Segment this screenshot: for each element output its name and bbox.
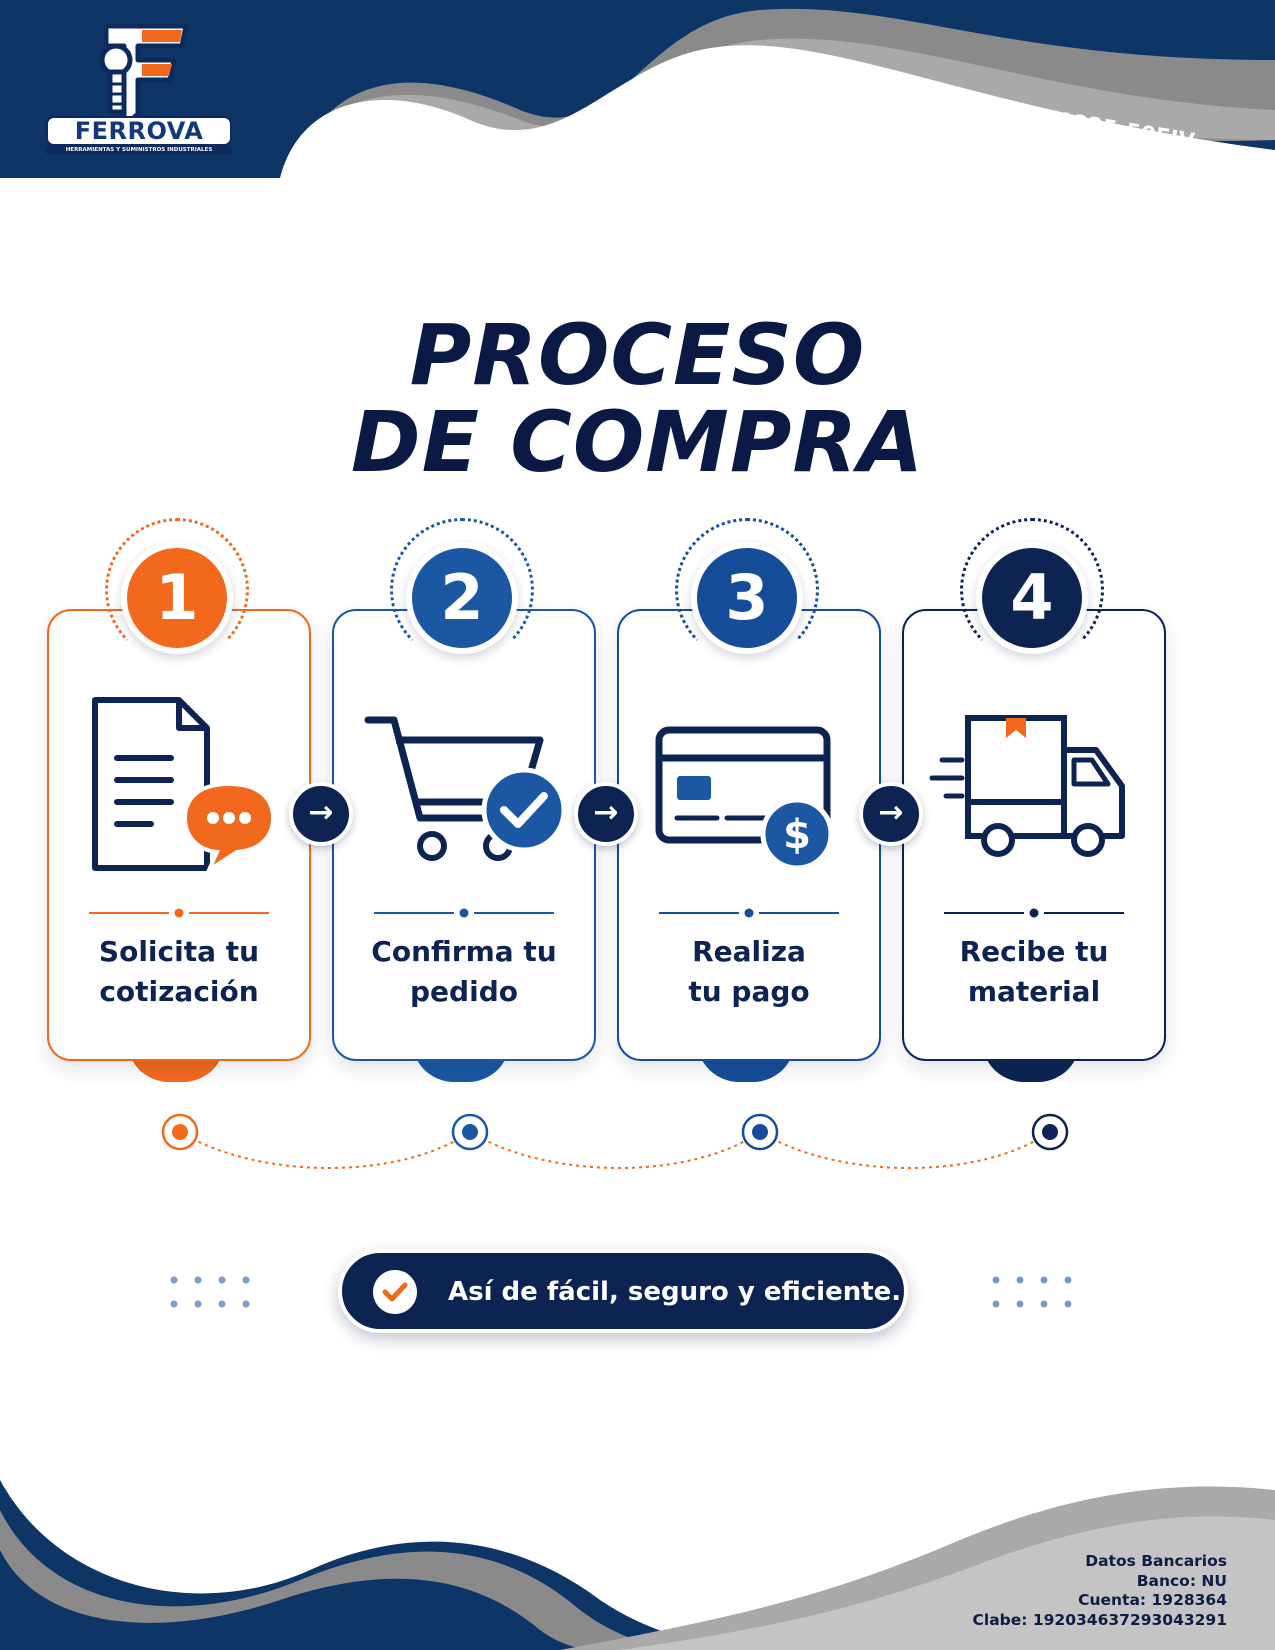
arrow-right-icon: → [289, 782, 353, 846]
step-1-label-line-2: cotización [99, 975, 259, 1008]
dot-grid-right [992, 1276, 1072, 1308]
step-1-label: Solicita tu cotización [47, 932, 311, 1012]
step-4-ring [960, 518, 1104, 662]
step-3-label: Realiza tu pago [617, 932, 881, 1012]
slogan-banner: Así de fácil, seguro y eficiente. [338, 1249, 908, 1333]
page-title-line-2: DE COMPRA [350, 393, 925, 491]
step-1-number: 1 [121, 542, 233, 654]
header-banner [0, 0, 1275, 178]
step-4-label-line-2: material [967, 975, 1101, 1008]
step-2-label-line-1: Confirma tu [371, 935, 557, 968]
timeline-node-1 [161, 1113, 199, 1151]
bank-heading: Datos Bancarios [1085, 1552, 1227, 1570]
step-2-label-line-2: pedido [410, 975, 518, 1008]
card-payment-icon: $ [655, 726, 834, 871]
check-icon [373, 1270, 417, 1314]
step-4-number: 4 [976, 542, 1088, 654]
svg-text:$: $ [783, 812, 811, 858]
step-1-label-line-1: Solicita tu [98, 935, 260, 968]
document-chat-icon [92, 697, 276, 876]
progress-timeline [161, 1113, 1069, 1169]
step-2-number: 2 [406, 542, 518, 654]
step-2-divider [374, 908, 554, 918]
timeline-node-4 [1031, 1113, 1069, 1151]
slogan-text: Así de fácil, seguro y eficiente. [448, 1277, 902, 1307]
bank-account: Cuenta: 1928364 [1078, 1591, 1227, 1609]
bank-name: Banco: NU [1136, 1571, 1227, 1590]
step-3-label-line-1: Realiza [692, 935, 806, 968]
step-2-ring [390, 518, 534, 662]
cart-check-icon [364, 716, 567, 861]
bank-details: Datos Bancarios Banco: NU Cuenta: 192836… [973, 1552, 1227, 1630]
step-4-label: Recibe tu material [902, 932, 1166, 1012]
step-1-divider [89, 908, 269, 918]
logo-wordmark: FERROVA [46, 116, 232, 146]
step-3-label-line-2: tu pago [688, 975, 810, 1008]
step-2-label: Confirma tu pedido [332, 932, 596, 1012]
timeline-node-3 [741, 1113, 779, 1151]
delivery-truck-icon [929, 715, 1125, 857]
page-title-line-1: PROCESO [409, 306, 866, 404]
step-1-ring [105, 518, 249, 662]
step-3-divider [659, 908, 839, 918]
step-3-ring [675, 518, 819, 662]
dot-grid-left [170, 1276, 250, 1308]
footer-banner [0, 1480, 1275, 1650]
bank-clabe: Clabe: 192034637293043291 [972, 1610, 1227, 1629]
logo-tagline: HERRAMIENTAS Y SUMINISTROS INDUSTRIALES [46, 146, 232, 154]
step-4-label-line-1: Recibe tu [959, 935, 1109, 968]
ferrova-logo [99, 24, 189, 129]
step-3-number: 3 [691, 542, 803, 654]
timeline-node-2 [451, 1113, 489, 1151]
arrow-right-icon: → [859, 782, 923, 846]
arrow-right-icon: → [574, 782, 638, 846]
step-4-divider [944, 908, 1124, 918]
